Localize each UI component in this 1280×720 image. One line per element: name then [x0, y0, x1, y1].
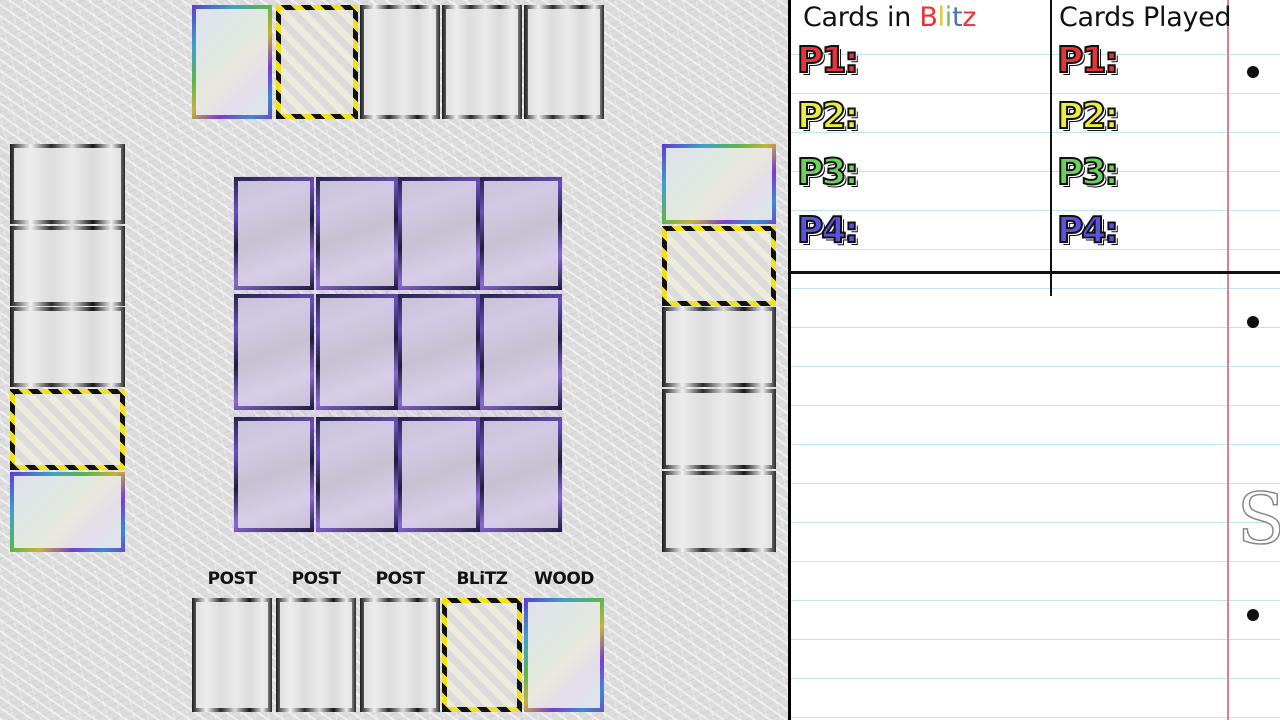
blitz-p2-label: P2:: [796, 95, 860, 138]
left-wood-pile[interactable]: [10, 472, 125, 552]
top-post-pile-1[interactable]: [360, 5, 440, 119]
left-post-pile-2[interactable]: [10, 226, 125, 306]
dutch-pile[interactable]: [234, 417, 314, 532]
dutch-pile[interactable]: [234, 177, 314, 290]
blitz-letter: l: [937, 2, 946, 33]
left-post-pile-3[interactable]: [10, 307, 125, 387]
dutch-pile[interactable]: [398, 177, 480, 290]
blitz-letter: t: [951, 2, 963, 33]
pile-label-blitz: BLiTZ: [456, 569, 508, 589]
blitz-p4-label: P4:: [796, 209, 860, 252]
dutch-pile[interactable]: [316, 417, 398, 532]
header-cards-in-blitz: Cards in Blitz: [803, 2, 976, 33]
my-post-pile-3[interactable]: [360, 598, 440, 712]
binder-hole: [1247, 609, 1259, 621]
pile-label-post-3: POST: [375, 569, 425, 589]
dutch-pile[interactable]: [480, 417, 562, 532]
right-post-pile-3[interactable]: [662, 471, 776, 552]
right-blitz-pile[interactable]: [662, 226, 776, 306]
header-cards-played: Cards Played: [1059, 2, 1232, 33]
my-post-pile-1[interactable]: [192, 598, 272, 712]
blitz-letter: B: [919, 2, 938, 33]
blitz-p1-label: P1:: [796, 39, 860, 82]
right-wood-pile[interactable]: [662, 144, 776, 224]
my-post-pile-2[interactable]: [276, 598, 356, 712]
played-p2-label: P2:: [1056, 95, 1120, 138]
pile-label-wood: WOOD: [534, 569, 594, 589]
binder-hole: [1247, 66, 1259, 78]
pile-label-post-1: POST: [207, 569, 257, 589]
blitz-letter: z: [962, 2, 977, 33]
margin-line: [1227, 0, 1229, 720]
right-post-pile-2[interactable]: [662, 389, 776, 469]
scoreboard-notebook: Cards in Blitz Cards Played P1: P2: P3: …: [788, 0, 1280, 720]
left-blitz-pile[interactable]: [10, 389, 125, 470]
blitz-letter: i: [944, 2, 953, 33]
played-p1-label: P1:: [1056, 39, 1120, 82]
blitz-p3-label: P3:: [796, 151, 860, 194]
table-divider-vertical: [1050, 0, 1052, 296]
doodle-s-icon: S: [1236, 478, 1280, 560]
dutch-pile[interactable]: [398, 417, 480, 532]
right-post-pile-1[interactable]: [662, 307, 776, 387]
blitz-word: Blitz: [919, 2, 976, 33]
table-divider-horizontal: [791, 271, 1280, 274]
my-wood-pile[interactable]: [524, 598, 604, 712]
played-p3-label: P3:: [1056, 151, 1120, 194]
my-blitz-pile[interactable]: [442, 598, 522, 712]
dutch-pile[interactable]: [480, 177, 562, 290]
top-blitz-pile[interactable]: [276, 5, 358, 119]
dutch-pile[interactable]: [234, 294, 314, 410]
pile-label-post-2: POST: [291, 569, 341, 589]
dutch-pile[interactable]: [480, 294, 562, 410]
left-post-pile-1[interactable]: [10, 144, 125, 224]
dutch-pile[interactable]: [398, 294, 480, 410]
top-post-pile-3[interactable]: [524, 5, 604, 119]
dutch-pile[interactable]: [316, 294, 398, 410]
dutch-pile[interactable]: [316, 177, 398, 290]
binder-hole: [1247, 316, 1259, 328]
top-wood-pile[interactable]: [192, 5, 272, 119]
game-table: POST POST POST BLiTZ WOOD: [0, 0, 788, 720]
header-prefix: Cards in: [803, 2, 920, 33]
played-p4-label: P4:: [1056, 209, 1120, 252]
top-post-pile-2[interactable]: [442, 5, 522, 119]
